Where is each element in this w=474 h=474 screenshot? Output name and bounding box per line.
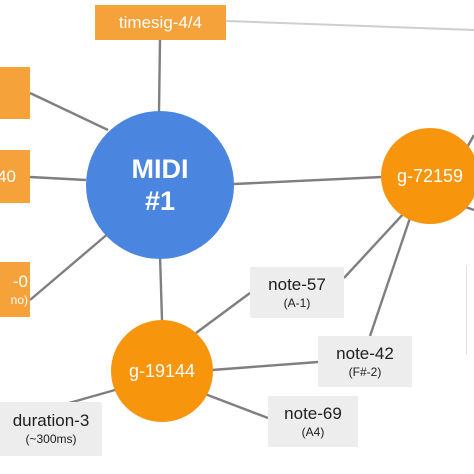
edge-g72159-note57 (343, 211, 406, 279)
edge-midi-g72159 (233, 175, 383, 186)
edge-midi-leftbox1 (29, 91, 109, 132)
edge-midi-leftbox3 (29, 231, 111, 301)
note-57-sub: (A-1) (283, 295, 311, 310)
group-node-g72159[interactable]: g-72159 (381, 128, 474, 224)
note-69-label: note-69 (284, 403, 342, 423)
offscreen-node-stub (466, 265, 474, 355)
midi-node[interactable]: MIDI #1 (86, 111, 234, 259)
duration-node[interactable]: duration-3 (~300ms) (0, 402, 102, 456)
edge-timesig-offscreen (225, 20, 474, 31)
attribute-node-cut-3[interactable]: -0 no) (0, 262, 30, 317)
note-69-node[interactable]: note-69 (A4) (268, 396, 358, 447)
note-42-node[interactable]: note-42 (F#-2) (318, 336, 412, 387)
edge-midi-g19144 (158, 254, 164, 321)
note-57-label: note-57 (268, 274, 326, 294)
edge-g19144-note57 (195, 292, 251, 334)
edge-g72159-note42 (368, 217, 412, 337)
midi-label-line1: MIDI (131, 154, 189, 184)
note-69-sub: (A4) (301, 424, 325, 439)
attribute-node-cut-2-label: 40 (0, 167, 16, 186)
timesig-label: timesig-4/4 (118, 13, 203, 32)
edge-g19144-note69 (204, 392, 269, 420)
duration-sub: (~300ms) (25, 432, 77, 446)
edge-g19144-note42 (211, 360, 319, 372)
note-42-label: note-42 (336, 343, 394, 363)
group-node-g19144-label: g-19144 (128, 361, 196, 381)
midi-label-line2: #1 (144, 186, 176, 216)
note-57-node[interactable]: note-57 (A-1) (250, 267, 344, 318)
group-node-g72159-label: g-72159 (396, 166, 464, 186)
group-node-g19144[interactable]: g-19144 (111, 320, 213, 422)
attribute-node-cut-1[interactable] (0, 67, 30, 119)
edge-midi-timesig (157, 39, 162, 113)
edge-midi-leftbox2 (29, 175, 87, 182)
duration-label: duration-3 (12, 411, 90, 430)
attribute-node-cut-2[interactable]: 40 (0, 150, 30, 203)
attribute-node-cut-3-label: -0 (12, 271, 28, 291)
note-42-sub: (F#-2) (348, 364, 382, 379)
attribute-node-cut-3-sub: no) (10, 292, 28, 307)
timesig-node[interactable]: timesig-4/4 (95, 5, 226, 40)
